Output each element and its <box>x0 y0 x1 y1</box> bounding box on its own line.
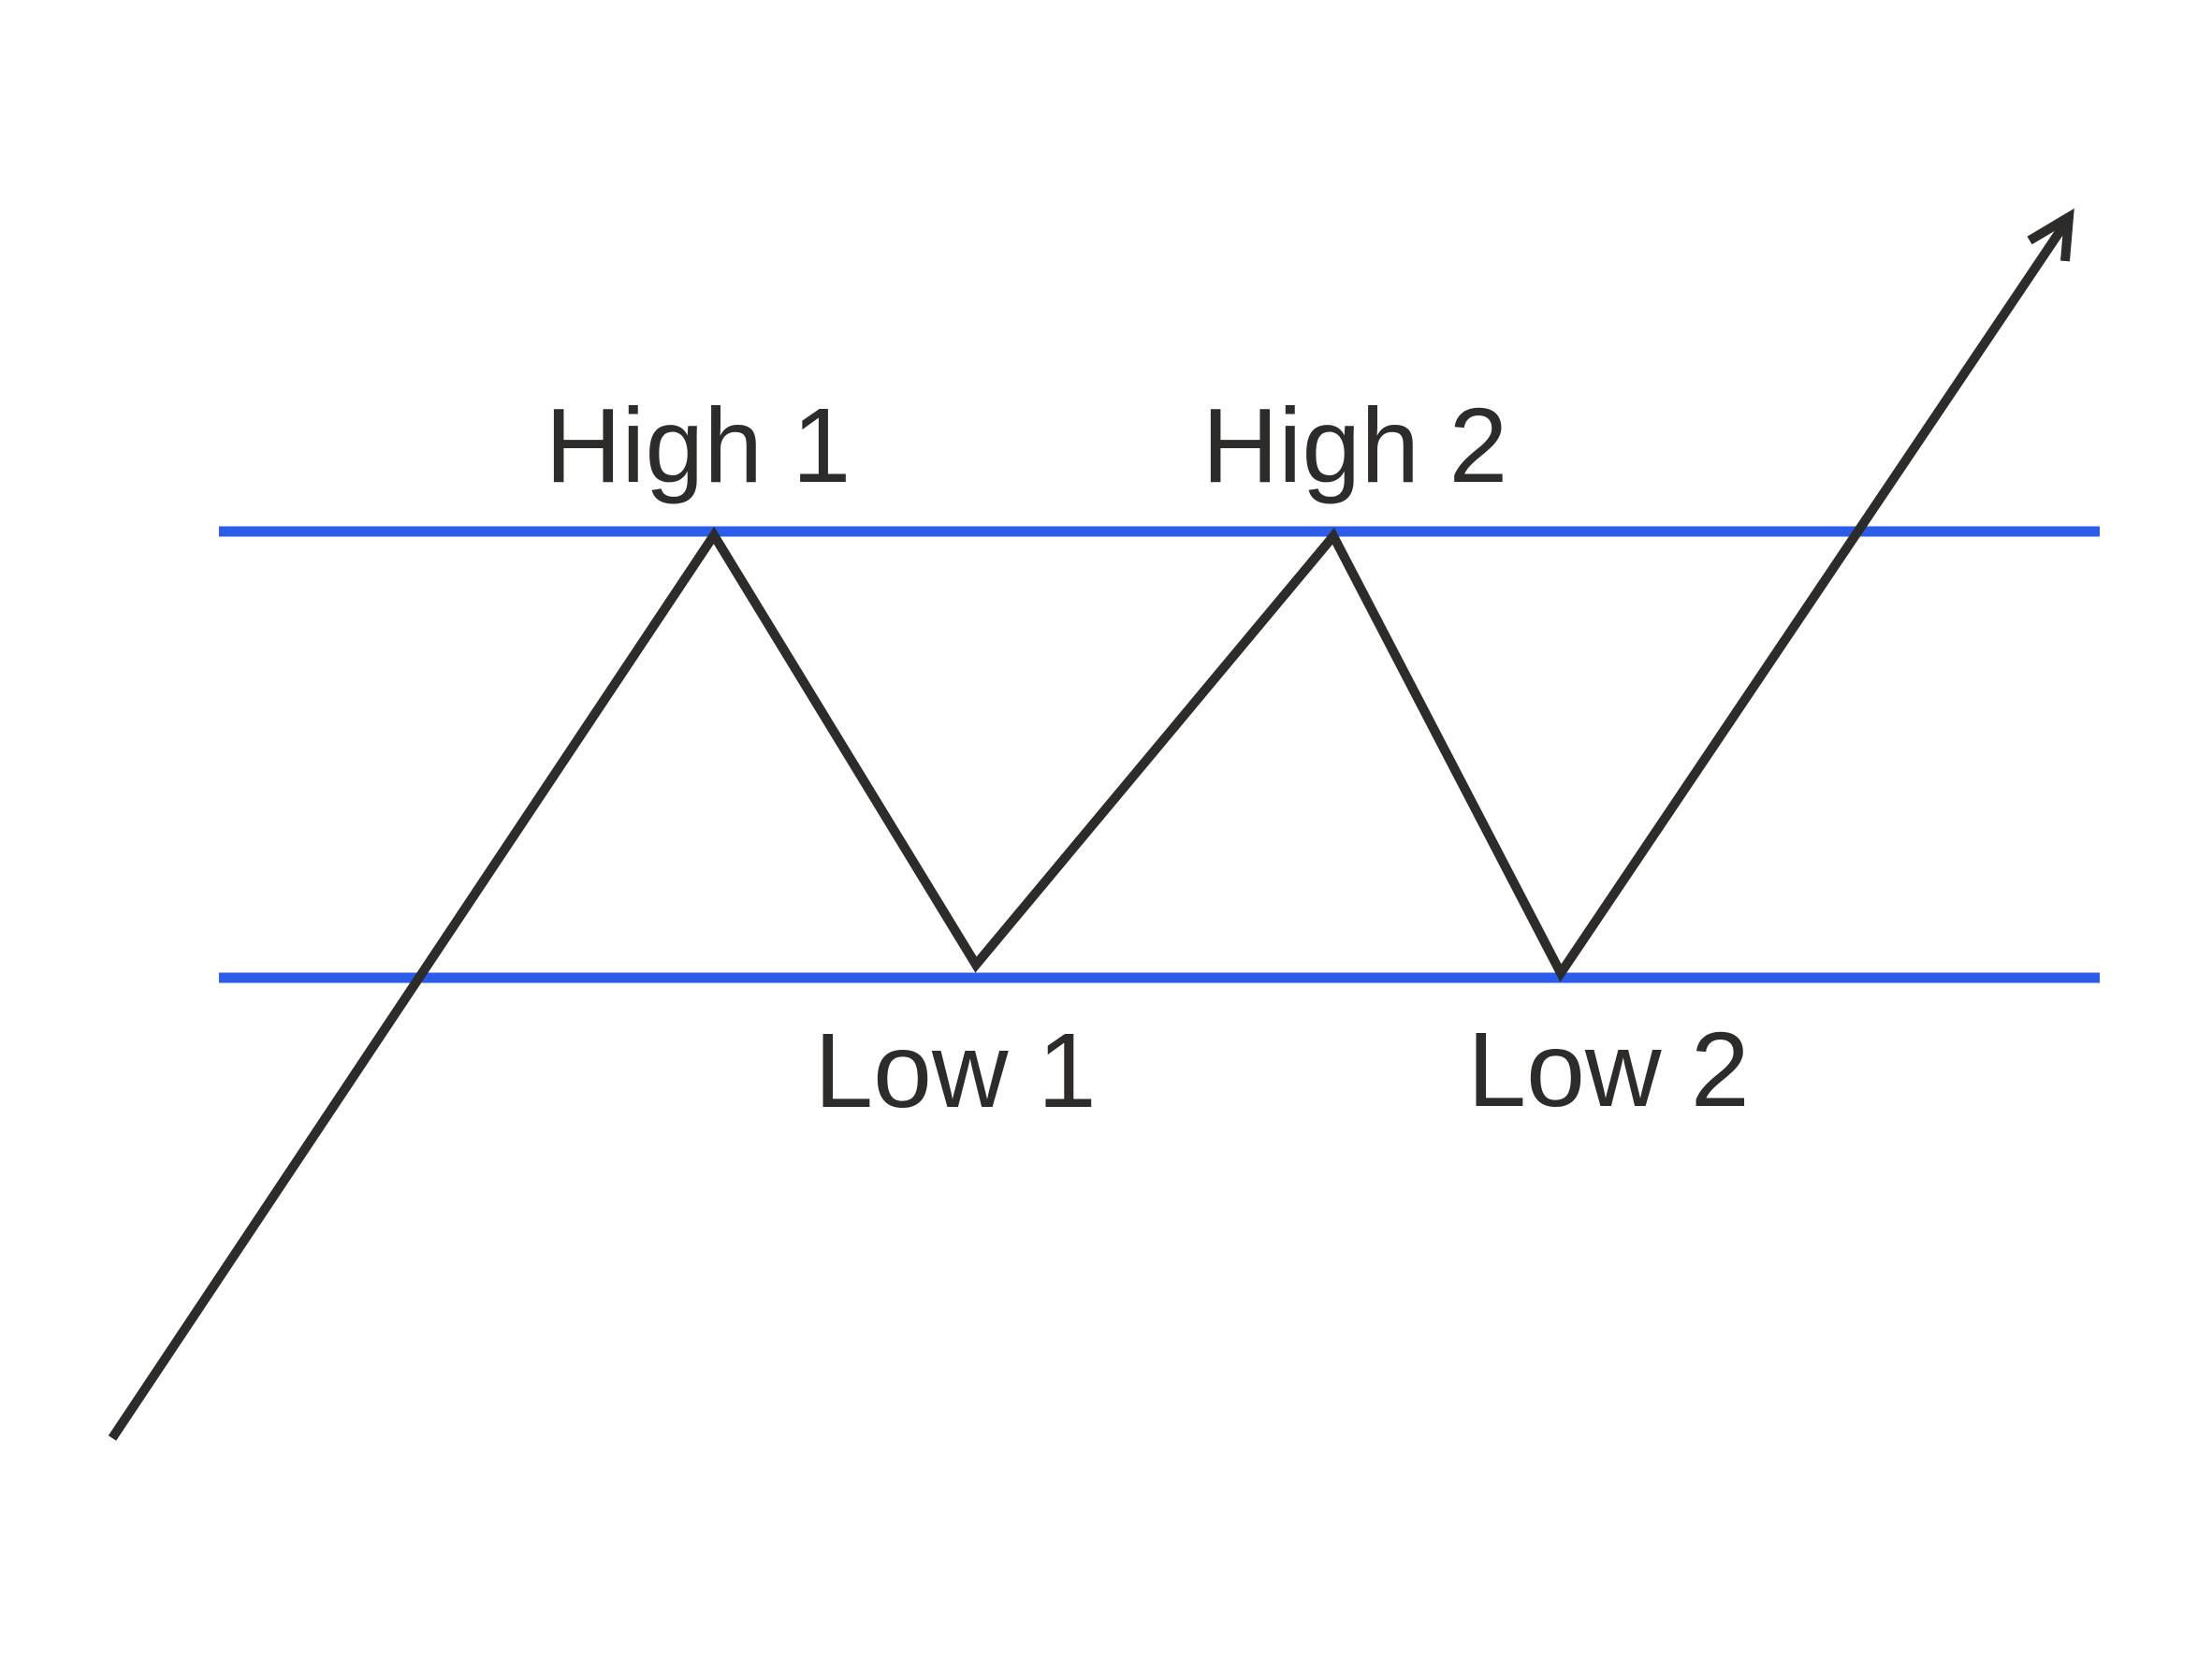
breakout-arrowhead-icon <box>2027 208 2074 262</box>
low2-label: Low 2 <box>1467 1011 1750 1128</box>
price-zigzag-line <box>108 215 2074 1441</box>
high1-label: High 1 <box>546 386 851 504</box>
high2-label: High 2 <box>1202 386 1508 504</box>
low1-label: Low 1 <box>814 1011 1097 1129</box>
